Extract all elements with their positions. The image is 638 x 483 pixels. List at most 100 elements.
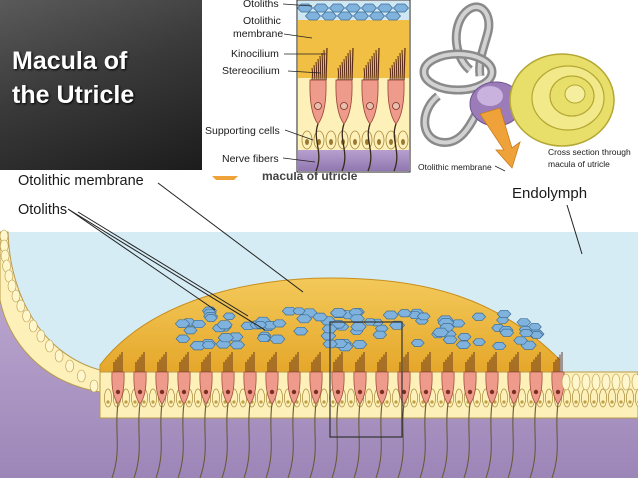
inset-stereocilium bbox=[349, 49, 351, 81]
title-line-2: the Utricle bbox=[12, 81, 135, 109]
inset-otolith bbox=[376, 3, 394, 13]
otolith bbox=[389, 320, 406, 330]
otolith bbox=[513, 336, 528, 345]
otolith bbox=[442, 335, 458, 344]
supporting-nucleus bbox=[484, 400, 488, 404]
inset-stereocilium bbox=[363, 67, 365, 81]
hair-cell-nucleus bbox=[357, 389, 363, 395]
supporting-nucleus bbox=[412, 400, 416, 404]
otolith bbox=[256, 334, 271, 343]
label-otolithic-membrane-ear: Otolithic membrane bbox=[418, 162, 492, 172]
otolith bbox=[516, 318, 532, 327]
inset-otolith bbox=[344, 3, 362, 13]
nerve-fiber bbox=[375, 403, 383, 479]
supporting-nucleus bbox=[439, 400, 443, 404]
supporting-nucleus bbox=[619, 400, 623, 404]
hair-cell bbox=[199, 371, 213, 405]
hair-cell bbox=[507, 371, 521, 405]
title-line-1: Macula of bbox=[12, 47, 128, 75]
inset-hair-nucleus bbox=[340, 102, 348, 110]
label-otoliths-inset: Otoliths bbox=[243, 0, 279, 10]
inset-tissue bbox=[298, 150, 409, 171]
hair-cell bbox=[529, 371, 543, 405]
label-endolymph: Endolymph bbox=[512, 185, 587, 202]
inset-stereocilium bbox=[369, 58, 371, 81]
supporting-nucleus bbox=[475, 400, 479, 404]
hair-cell-nucleus bbox=[181, 389, 187, 395]
supporting-nucleus bbox=[151, 400, 155, 404]
lining-cell bbox=[22, 309, 31, 323]
hair-cell bbox=[133, 371, 147, 405]
supporting-nucleus bbox=[106, 400, 110, 404]
supporting-nucleus bbox=[547, 400, 551, 404]
supporting-cell bbox=[122, 388, 130, 408]
supporting-nucleus bbox=[259, 400, 263, 404]
inset-kinocilium bbox=[377, 47, 380, 81]
supporting-nucleus bbox=[322, 400, 326, 404]
otolith bbox=[183, 326, 198, 335]
supporting-nucleus bbox=[520, 400, 524, 404]
inset-otolith bbox=[384, 11, 402, 21]
lining-cell bbox=[36, 329, 46, 343]
inset-stereocilium bbox=[393, 61, 395, 81]
supporting-cell bbox=[365, 388, 373, 408]
nerve-fiber bbox=[111, 403, 119, 479]
leader-ear-membrane bbox=[494, 165, 506, 172]
inset-otoliths bbox=[296, 3, 410, 21]
inset-detail bbox=[296, 0, 411, 173]
hair-cell-nucleus bbox=[467, 389, 473, 395]
nerve-fiber bbox=[309, 403, 317, 479]
inset-otolith bbox=[320, 11, 338, 21]
supporting-cell bbox=[581, 388, 589, 408]
inset-supporting-nucleus bbox=[329, 139, 333, 145]
otolith bbox=[416, 312, 431, 321]
inset-hair-cell bbox=[335, 79, 353, 125]
inset-supporting-nucleus bbox=[305, 139, 309, 145]
inset-hair-cell bbox=[309, 79, 327, 125]
supporting-cell bbox=[599, 388, 607, 408]
partial-caption-macula: macula of utricle bbox=[262, 169, 358, 183]
supporting-nucleus bbox=[385, 400, 389, 404]
otolith bbox=[296, 314, 313, 324]
hair-cell bbox=[265, 371, 279, 405]
nerve-fibers bbox=[111, 403, 559, 479]
lining-cell bbox=[11, 289, 21, 303]
nerve-fiber bbox=[529, 403, 537, 479]
supporting-nucleus bbox=[538, 400, 542, 404]
supporting-nucleus bbox=[187, 400, 191, 404]
otolith bbox=[175, 334, 191, 343]
otolith bbox=[189, 341, 207, 351]
supporting-nucleus bbox=[502, 400, 506, 404]
canal-lateral-inner bbox=[422, 52, 494, 92]
edge-cell bbox=[571, 373, 581, 391]
inset-leaders bbox=[282, 3, 326, 163]
inset-supporting-nucleus bbox=[317, 139, 321, 145]
inset-stereocilium bbox=[319, 55, 321, 81]
hair-cell bbox=[309, 371, 323, 405]
otolith bbox=[351, 340, 368, 349]
label-otolithic-membrane-inset-2: membrane bbox=[233, 28, 283, 40]
main-diagram bbox=[0, 229, 638, 479]
otolith bbox=[382, 310, 399, 320]
nerve-fiber bbox=[331, 403, 339, 479]
cross-section-arrow bbox=[479, 107, 521, 169]
otolith bbox=[472, 338, 486, 346]
hair-cell bbox=[221, 371, 235, 405]
edge-cell bbox=[631, 373, 638, 391]
nerve-fiber bbox=[397, 403, 405, 479]
hair-cell-nucleus bbox=[247, 389, 253, 395]
label-kinocilium: Kinocilium bbox=[231, 48, 279, 60]
hair-cells bbox=[111, 352, 565, 405]
hair-cell bbox=[155, 371, 169, 405]
otolith bbox=[455, 340, 471, 349]
inset-stereocilium bbox=[311, 67, 313, 81]
leader-otoliths-1 bbox=[67, 208, 216, 311]
inset-hair-nucleus bbox=[366, 102, 374, 110]
hair-cell-nucleus bbox=[159, 389, 165, 395]
inset-supporting-nucleus bbox=[389, 139, 393, 145]
nerve-fiber bbox=[287, 403, 295, 479]
supporting-nucleus bbox=[376, 400, 380, 404]
lining-cell bbox=[54, 349, 64, 363]
lining-cell bbox=[16, 299, 26, 313]
